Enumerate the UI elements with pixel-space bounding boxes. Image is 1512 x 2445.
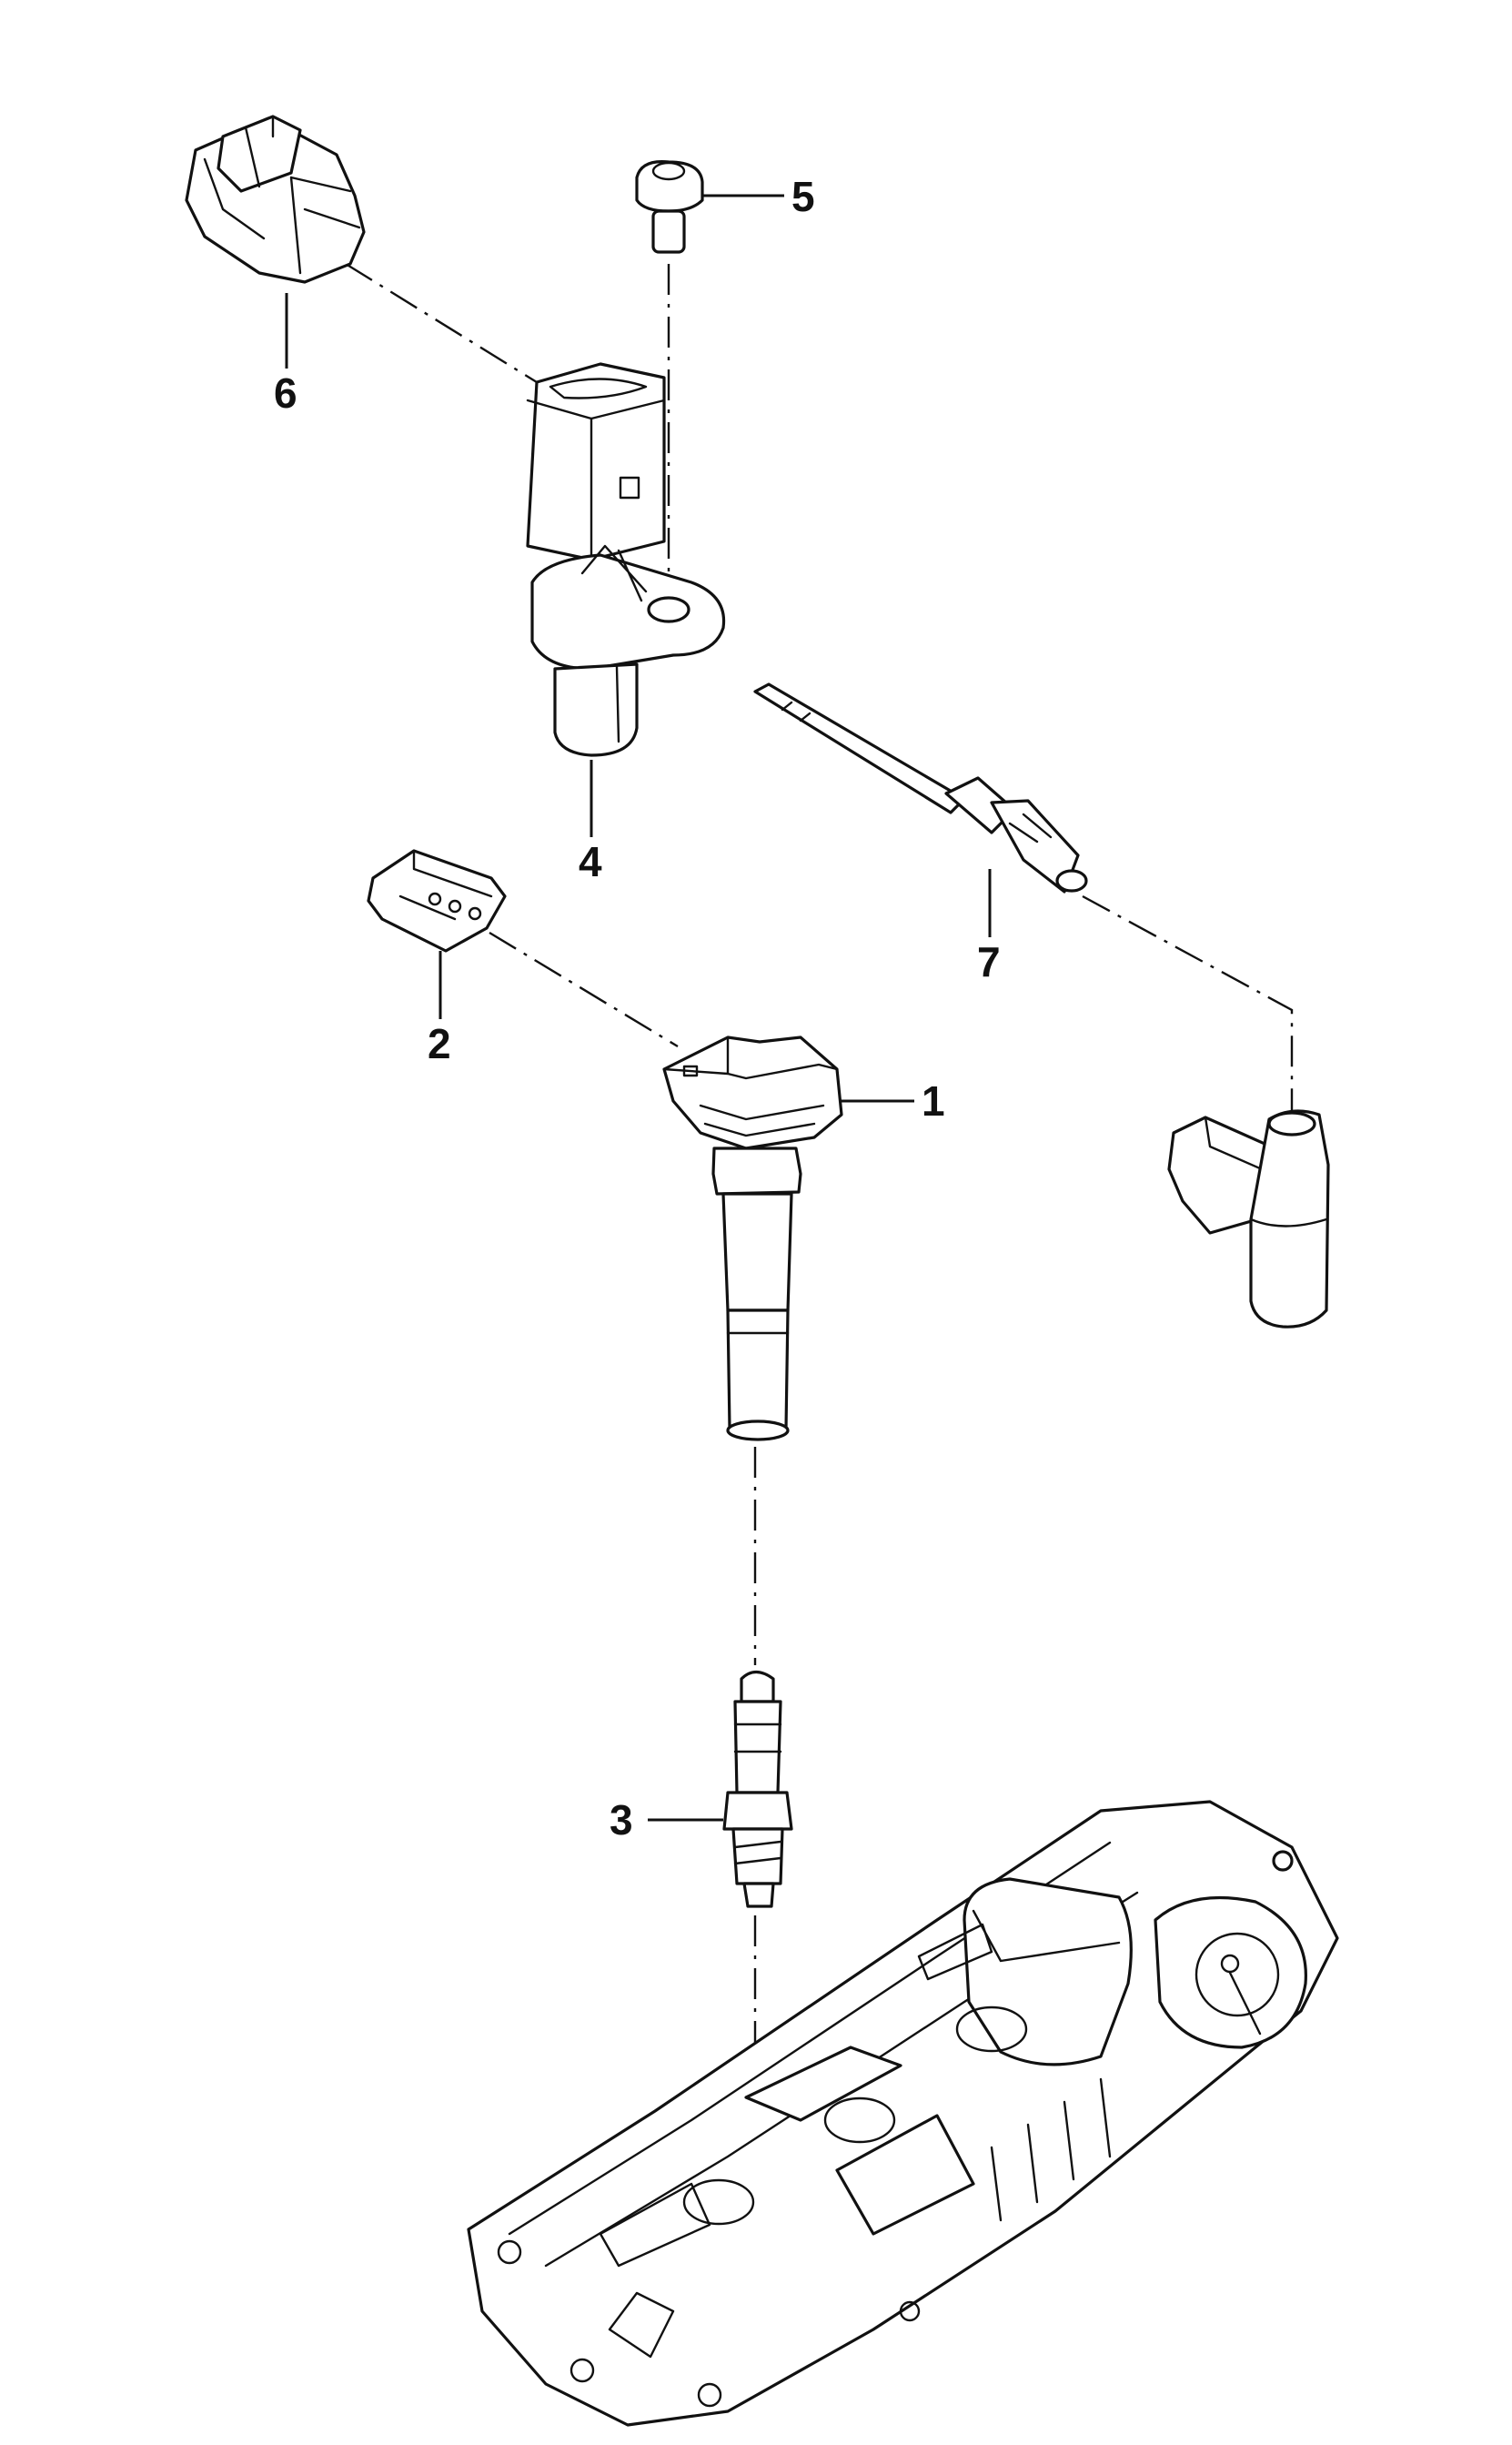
callout-3: 3 bbox=[610, 1796, 633, 1844]
part-6-connector bbox=[185, 115, 366, 284]
part-4-sensor bbox=[526, 362, 726, 757]
leader-lines bbox=[285, 194, 992, 1822]
callout-7: 7 bbox=[977, 938, 1001, 985]
part-cylinder-head-cover bbox=[467, 1800, 1339, 2427]
part-2-connector bbox=[367, 849, 507, 953]
part-7-probe bbox=[753, 682, 1088, 894]
callout-6: 6 bbox=[274, 369, 297, 417]
part-1-ignition-coil bbox=[662, 1036, 843, 1441]
part-sensor-right bbox=[1167, 1109, 1330, 1329]
callout-4: 4 bbox=[579, 838, 602, 885]
part-5-bolt bbox=[635, 160, 704, 254]
callout-5: 5 bbox=[791, 173, 815, 220]
callout-1: 1 bbox=[922, 1077, 945, 1125]
part-3-spark-plug bbox=[722, 1670, 793, 1908]
callout-2: 2 bbox=[428, 1020, 451, 1067]
callout-labels: 1 2 3 4 5 6 7 bbox=[274, 173, 1001, 1844]
